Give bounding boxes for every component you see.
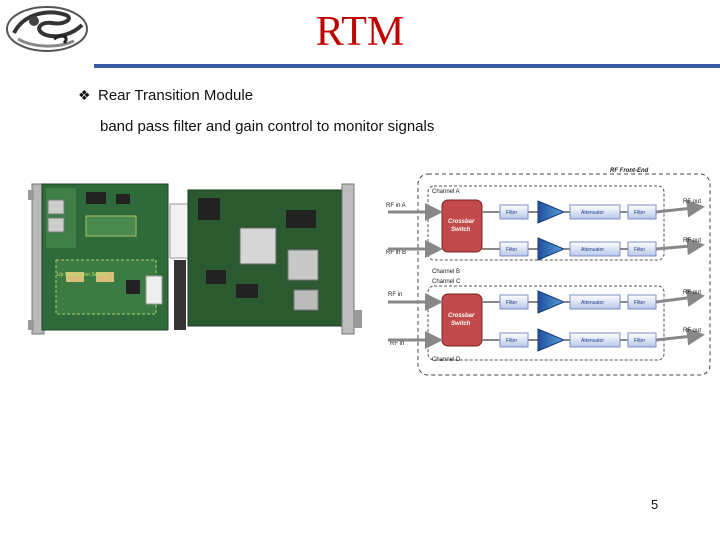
channel-c-label: Channel C xyxy=(432,279,461,285)
attenuator-label: Attenuator xyxy=(581,247,604,253)
signal-chain-row: Filter Attenuator Filter xyxy=(482,199,705,224)
filter-label: Filter xyxy=(506,300,517,306)
rf-in-a-label: RF in A xyxy=(386,203,406,209)
filter-label: Filter xyxy=(506,247,517,253)
filter-label: Filter xyxy=(506,210,517,216)
amplifier-triangle xyxy=(537,290,566,314)
rf-in-d-label: RF in xyxy=(390,341,404,347)
lower-channel-group xyxy=(427,285,665,361)
filter-label: Filter xyxy=(634,210,645,216)
amplifier-triangle xyxy=(537,237,566,261)
diagram-title: RF Front-End xyxy=(610,168,649,174)
slide-title: RTM xyxy=(315,9,405,55)
rf-in-b-label: RF in B xyxy=(386,250,406,256)
up-conversion-label: Up Conversion Section xyxy=(57,272,108,278)
filter-label: Filter xyxy=(634,247,645,253)
filter-label: Filter xyxy=(634,338,645,344)
title-divider xyxy=(94,64,720,68)
channel-d-label: Channel D xyxy=(432,357,461,363)
switch-bottom-label: Switch xyxy=(451,321,471,327)
crossbar-switch-bottom xyxy=(441,293,483,347)
filter-label: Filter xyxy=(506,338,517,344)
bullet-subtext: band pass filter and gain control to mon… xyxy=(100,118,435,135)
signal-chain-row: Filter Attenuator Filter xyxy=(482,327,705,352)
institute-logo xyxy=(6,6,88,52)
rf-front-end-diagram: RF Front-End Channel A Channel B Channel… xyxy=(386,168,711,376)
rf-out-a-label: RF out xyxy=(683,199,701,205)
bullet-text: Rear Transition Module xyxy=(98,87,254,104)
page-number: 5 xyxy=(651,497,659,512)
rf-in-c-label: RF in xyxy=(388,292,402,298)
bullet-item: ❖ Rear Transition Module xyxy=(78,87,253,104)
diamond-bullet-icon: ❖ xyxy=(78,87,91,103)
crossbar-bottom-label: Crossbar xyxy=(448,313,475,319)
channel-a-label: Channel A xyxy=(432,189,460,195)
rtm-board-photo: Up Conversion Section xyxy=(28,183,362,335)
amplifier-triangle xyxy=(537,200,566,224)
attenuator-label: Attenuator xyxy=(581,300,604,306)
attenuator-label: Attenuator xyxy=(581,210,604,216)
filter-label: Filter xyxy=(634,300,645,306)
front-end-boundary xyxy=(417,173,711,376)
rf-out-d-label: RF out xyxy=(683,328,701,334)
upper-channel-group xyxy=(427,185,665,261)
attenuator-label: Attenuator xyxy=(581,338,604,344)
channel-b-label: Channel B xyxy=(432,269,460,275)
switch-top-label: Switch xyxy=(451,227,471,233)
amplifier-triangle xyxy=(537,328,566,352)
signal-chain-row: Filter Attenuator Filter xyxy=(482,289,705,314)
rf-out-b-label: RF out xyxy=(683,238,701,244)
signal-chain-row: Filter Attenuator Filter xyxy=(482,237,705,261)
crossbar-switch-top xyxy=(441,199,483,253)
rf-out-c-label: RF out xyxy=(683,290,701,296)
crossbar-top-label: Crossbar xyxy=(448,219,475,225)
